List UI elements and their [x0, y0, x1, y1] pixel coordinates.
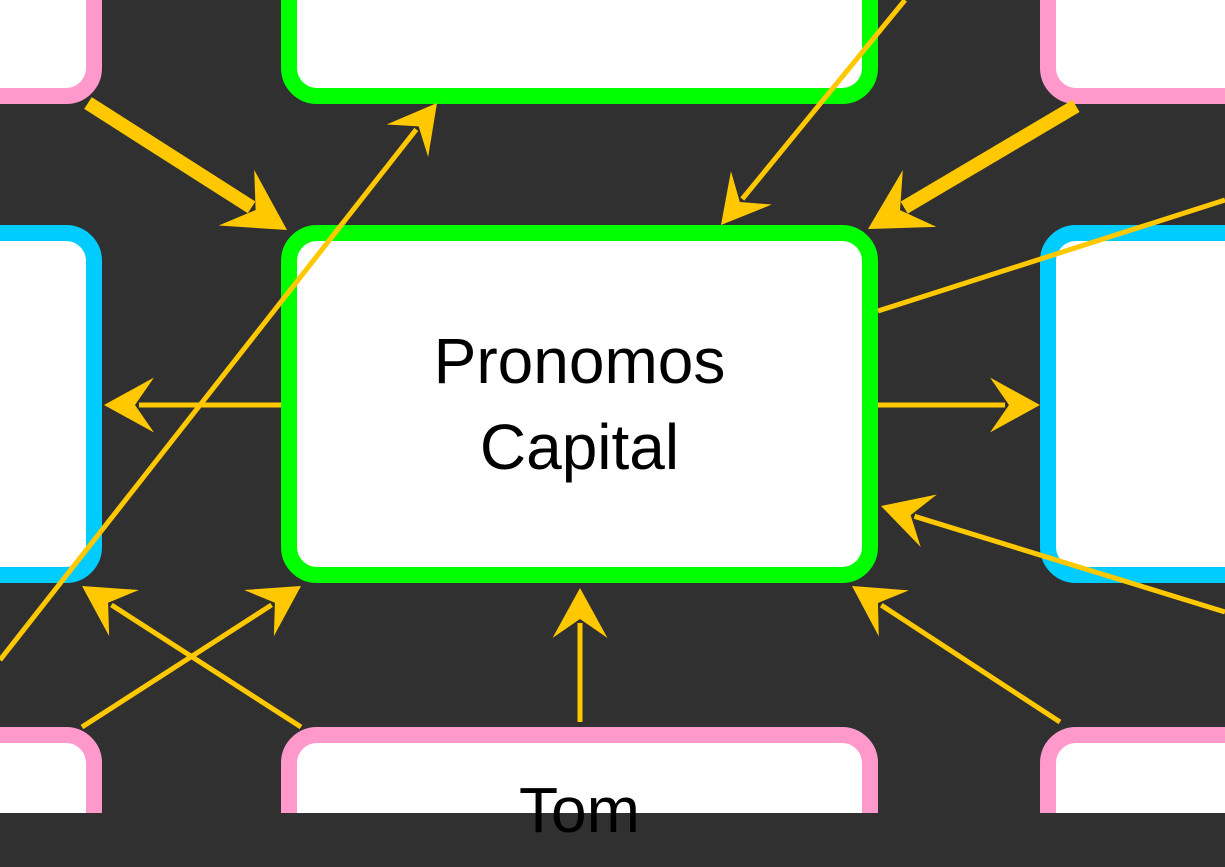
diagram-svg [0, 0, 1225, 813]
arrowhead-icon [868, 170, 937, 229]
edge-arrow[interactable] [721, 0, 907, 225]
arrowhead-icon [104, 377, 154, 433]
node-bottom-left[interactable] [0, 727, 102, 813]
edge-arrow[interactable] [82, 586, 303, 730]
edge-line [110, 602, 303, 730]
edge-line [877, 197, 1225, 314]
edge-arrow[interactable] [0, 103, 437, 662]
edge-arrow[interactable] [852, 586, 1062, 725]
edge-arrow[interactable] [868, 99, 1080, 229]
edge-arrow[interactable] [552, 588, 608, 722]
node-center[interactable] [281, 225, 878, 583]
edge-arrow[interactable] [877, 197, 1225, 314]
node-top-center[interactable] [281, 0, 878, 104]
edge-line [80, 602, 273, 730]
edge-arrow[interactable] [80, 586, 301, 730]
node-bottom-right[interactable] [1040, 727, 1225, 813]
arrowhead-icon [990, 377, 1040, 433]
edge-line [900, 99, 1080, 214]
edge-arrow[interactable] [881, 494, 1225, 615]
arrowhead-icon [721, 171, 772, 225]
edge-arrow[interactable] [878, 377, 1040, 433]
arrowhead-icon [881, 494, 937, 548]
edge-line [879, 603, 1062, 725]
node-mid-left[interactable] [0, 225, 102, 583]
node-top-right[interactable] [1040, 0, 1225, 104]
arrowhead-icon [218, 169, 287, 230]
arrowhead-icon [852, 586, 909, 637]
arrowhead-icon [386, 103, 437, 158]
arrowhead-icon [82, 586, 139, 637]
node-mid-right[interactable] [1040, 225, 1225, 583]
arrowhead-icon [552, 588, 608, 638]
node-bottom-center[interactable] [281, 727, 878, 813]
edge-line [913, 513, 1225, 615]
arrowhead-icon [244, 586, 301, 637]
edge-line [84, 97, 256, 214]
node-top-left[interactable] [0, 0, 102, 104]
edge-line [740, 0, 907, 201]
edge-arrow[interactable] [84, 97, 287, 230]
edge-arrow[interactable] [104, 377, 281, 433]
edge-line [0, 127, 419, 662]
